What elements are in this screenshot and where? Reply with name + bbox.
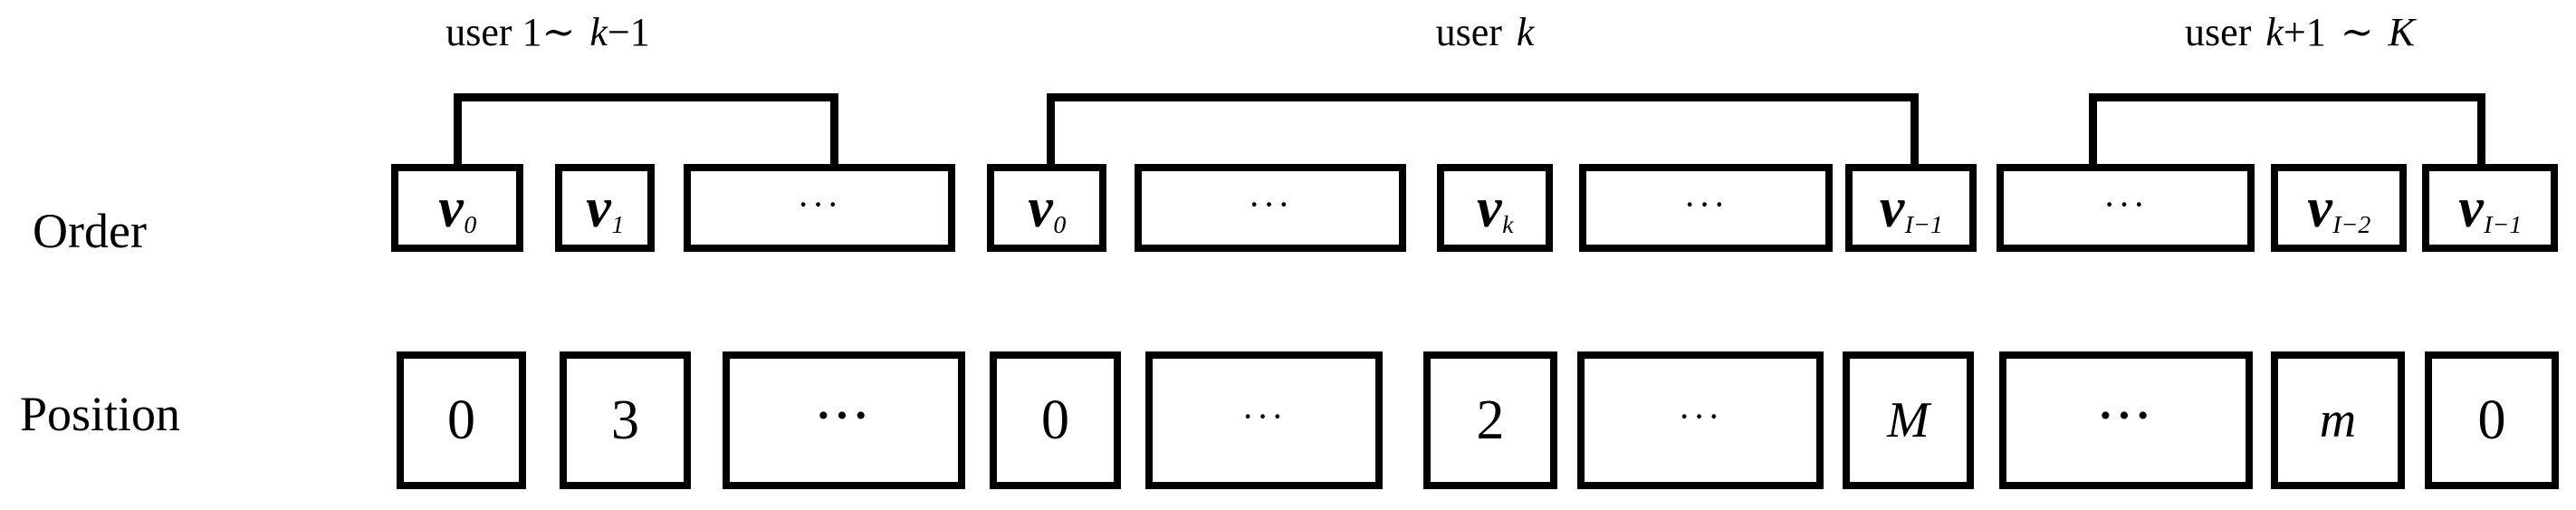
position-cell[interactable]: 2 (1423, 351, 1557, 489)
position-cell[interactable]: 0 (397, 351, 526, 489)
order-cell-value: v1 (586, 177, 625, 239)
caption-tilde-left: ∼ (541, 10, 576, 54)
caption-var-middle: k (1516, 10, 1535, 54)
position-row-label: Position (20, 387, 181, 441)
position-cell-value: 0 (1041, 390, 1069, 451)
bracket-user-1-to-k-minus-1 (454, 93, 838, 165)
position-cell-value: 0 (2477, 390, 2506, 451)
order-cell[interactable]: ··· (1997, 164, 2255, 252)
caption-rest-right: +1 (2283, 10, 2326, 54)
order-cell[interactable]: v0 (391, 164, 523, 252)
position-cell[interactable]: ··· (1145, 351, 1383, 489)
position-cell-value: ··· (2097, 390, 2155, 440)
caption-var-right: k (2265, 10, 2284, 54)
order-cell[interactable]: vI−1 (1845, 164, 1977, 252)
order-cell[interactable]: vI−2 (2271, 164, 2407, 252)
position-cell[interactable]: ··· (1999, 351, 2253, 489)
order-cell-value: v0 (1028, 177, 1067, 239)
order-cell[interactable]: vk (1437, 164, 1553, 252)
position-cell[interactable]: 0 (2425, 351, 2559, 489)
order-cell[interactable]: v0 (987, 164, 1106, 252)
order-cell[interactable]: ··· (684, 164, 955, 252)
position-cell-value: 0 (447, 390, 475, 451)
order-cell-value: ··· (1248, 183, 1293, 225)
bracket-user-k-plus-1-to-K (2089, 93, 2485, 165)
order-cell[interactable]: ··· (1135, 164, 1406, 252)
order-cell-value: vI−1 (2458, 177, 2523, 239)
position-cell[interactable]: ··· (723, 351, 965, 489)
caption-rest-left: −1 (607, 10, 650, 54)
order-cell[interactable]: v1 (555, 164, 655, 252)
position-cell-value: ··· (815, 390, 873, 440)
position-cell-value: ··· (1241, 396, 1287, 437)
order-cell-value: ··· (2103, 183, 2148, 225)
order-cell-value: vk (1477, 177, 1514, 239)
caption-prefix-middle: user (1435, 10, 1502, 54)
position-cell-value: M (1887, 392, 1930, 448)
order-row-label: Order (33, 204, 147, 258)
position-cell[interactable]: M (1843, 351, 1974, 489)
order-cell-value: vI−2 (2307, 177, 2371, 239)
position-cell[interactable]: 3 (560, 351, 691, 489)
position-cell[interactable]: 0 (990, 351, 1121, 489)
position-cell-value: m (2319, 392, 2357, 448)
caption-prefix-left: user (445, 10, 512, 54)
order-cell-value: ··· (1683, 183, 1729, 225)
caption-prefix-right: user (2185, 10, 2252, 54)
order-cell[interactable]: ··· (1579, 164, 1833, 252)
position-cell-value: ··· (1678, 396, 1723, 437)
order-cell-value: v0 (438, 177, 477, 239)
position-cell-value: 2 (1476, 390, 1505, 451)
order-cell-value: vI−1 (1879, 177, 1943, 239)
position-cell[interactable]: m (2271, 351, 2405, 489)
caption-var-left: k (589, 10, 608, 54)
caption-last-var-right: K (2388, 10, 2415, 54)
position-cell[interactable]: ··· (1577, 351, 1824, 489)
group-caption-user-1-to-k-minus-1: user 1∼ k−1 (407, 13, 688, 53)
order-cell[interactable]: vI−1 (2422, 164, 2558, 252)
order-cell-value: ··· (797, 183, 842, 225)
position-cell-value: 3 (611, 390, 639, 451)
bracket-user-k (1047, 93, 1919, 165)
caption-tilde-right: ∼ (2340, 10, 2374, 54)
caption-start-left: 1 (522, 10, 542, 54)
